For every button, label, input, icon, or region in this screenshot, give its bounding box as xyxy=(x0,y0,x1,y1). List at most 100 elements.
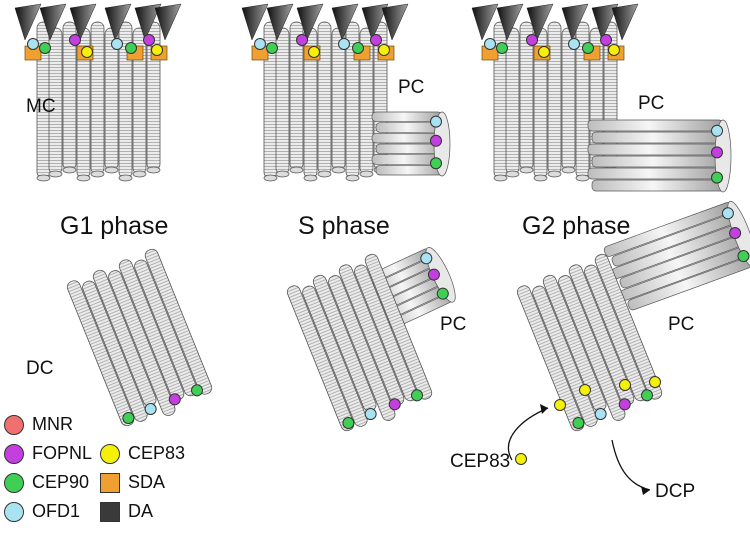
protein-marker xyxy=(168,393,181,406)
microtubule-triplet xyxy=(108,270,176,416)
protein-marker xyxy=(572,417,585,430)
protein-marker xyxy=(27,38,39,50)
procentriole-tube xyxy=(627,255,750,311)
procentriole-tube xyxy=(587,143,724,156)
protein-marker xyxy=(711,124,723,137)
arrowhead-icon xyxy=(540,404,548,414)
protein-marker xyxy=(364,408,377,421)
legend-label: CEP83 xyxy=(128,443,186,463)
microtubule-triplet xyxy=(558,275,626,421)
legend-item-fopnl: FOPNL xyxy=(4,443,92,464)
distal-appendage xyxy=(496,3,524,41)
procentriole-tube xyxy=(587,119,724,132)
procentriole-g2-bottom xyxy=(603,200,750,311)
daughter-barrel xyxy=(286,253,433,432)
g1-phase-title: G1 phase xyxy=(60,212,169,240)
legend-label: OFD1 xyxy=(32,501,81,521)
microtubule-end xyxy=(505,170,520,178)
legend-label: DA xyxy=(128,501,154,521)
protein-marker xyxy=(711,171,723,184)
protein-marker xyxy=(352,42,364,54)
cep83-marker xyxy=(579,384,591,396)
microtubule-end xyxy=(289,166,304,174)
legend-item-da: DA xyxy=(100,501,153,522)
microtubule-end xyxy=(303,174,318,182)
microtubule-triplet xyxy=(584,264,648,402)
microtubule-end xyxy=(62,166,77,174)
protein-marker xyxy=(122,412,135,425)
legend-label: SDA xyxy=(128,472,166,492)
distal-appendage xyxy=(69,3,97,41)
dcp-arrow xyxy=(611,439,651,491)
distal-appendage xyxy=(561,3,589,41)
mother-centriole xyxy=(14,3,182,182)
microtubule-triplet xyxy=(144,248,213,395)
protein-marker xyxy=(582,42,594,54)
microtubule-triplet xyxy=(354,264,418,402)
protein-marker xyxy=(144,403,157,416)
protein-marker xyxy=(378,44,390,56)
microtubule-end xyxy=(331,166,346,174)
cep83-marker xyxy=(554,399,566,411)
protein-marker xyxy=(608,44,620,56)
protein-marker xyxy=(600,34,612,46)
protein-marker xyxy=(436,287,449,300)
protein-marker xyxy=(430,115,442,128)
microtubule-end xyxy=(132,170,147,178)
legend-label: FOPNL xyxy=(32,443,93,463)
microtubule-end xyxy=(345,174,360,182)
microtubule-triplet xyxy=(286,285,355,432)
protein-marker xyxy=(568,38,580,50)
microtubule-triplet xyxy=(90,21,105,175)
mnr-circle-icon xyxy=(4,414,24,435)
protein-marker xyxy=(427,268,440,281)
protein-marker xyxy=(111,38,123,50)
cep83-circle-icon xyxy=(100,443,120,464)
daughter-centriole-label: DC xyxy=(26,358,54,379)
distal-appendage xyxy=(591,3,619,41)
protein-marker xyxy=(430,134,442,147)
distal-appendage xyxy=(134,3,162,41)
microtubule-end xyxy=(90,170,105,178)
microtubule-end xyxy=(263,174,278,182)
protein-marker xyxy=(143,34,155,46)
microtubule-end xyxy=(317,170,332,178)
protein-marker xyxy=(254,38,266,50)
protein-marker xyxy=(711,146,723,159)
daughter-barrel xyxy=(66,248,213,427)
distal-appendage xyxy=(296,3,324,41)
protein-marker xyxy=(266,42,278,54)
legend-item-ofd1: OFD1 xyxy=(4,501,80,522)
procentriole-tube xyxy=(587,167,724,180)
legend-label: MNR xyxy=(32,414,73,434)
protein-marker xyxy=(618,398,631,411)
procentriole-label-s-top: PC xyxy=(398,77,425,98)
distal-appendage xyxy=(154,3,182,41)
sda-square-icon xyxy=(100,472,120,493)
protein-marker xyxy=(125,42,137,54)
distal-appendage xyxy=(266,3,294,41)
legend-label: CEP90 xyxy=(32,472,90,492)
protein-marker xyxy=(538,46,550,58)
procentriole-tube xyxy=(591,179,728,192)
microtubule-end xyxy=(561,166,576,174)
distal-appendage xyxy=(331,3,359,41)
cep83-callout-dot xyxy=(515,453,527,465)
microtubule-triplet xyxy=(66,280,135,427)
distal-appendage xyxy=(361,3,389,41)
protein-marker xyxy=(640,389,653,402)
microtubule-end xyxy=(118,174,133,182)
cep83-marker xyxy=(619,379,631,391)
protein-marker xyxy=(338,38,350,50)
procentriole-s-top xyxy=(371,111,451,177)
procentriole-label-g2-top: PC xyxy=(638,93,665,114)
protein-marker xyxy=(370,34,382,46)
protein-marker xyxy=(484,38,496,50)
mother-centriole xyxy=(241,3,409,182)
legend-item-sda: SDA xyxy=(100,472,165,493)
mother-centriole-label: MC xyxy=(26,96,56,117)
procentriole-tube xyxy=(591,131,728,144)
protein-marker xyxy=(737,250,750,263)
distal-appendage xyxy=(39,3,67,41)
microtubule-triplet xyxy=(547,21,562,175)
